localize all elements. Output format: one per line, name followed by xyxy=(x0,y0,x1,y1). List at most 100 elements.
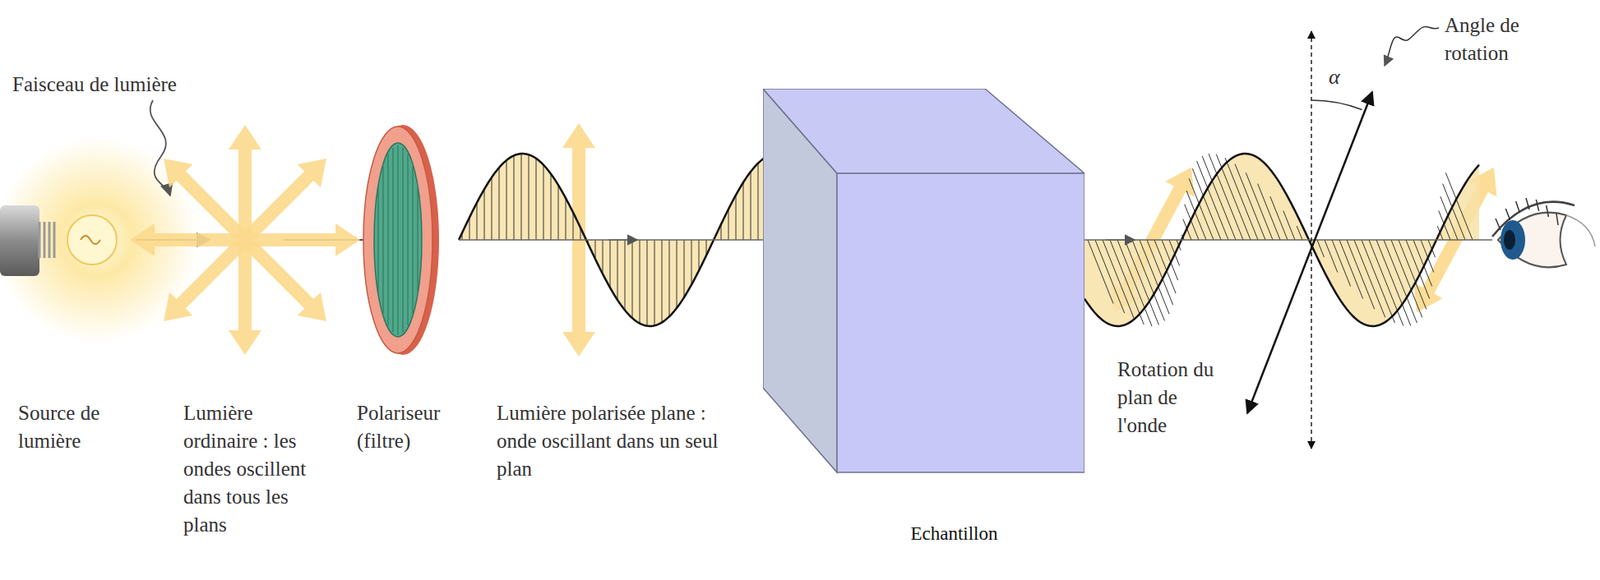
wave-hatch xyxy=(1270,196,1288,241)
wave-hatch xyxy=(661,240,663,323)
wave-hatch xyxy=(1109,240,1144,325)
lamp-thread xyxy=(38,221,42,259)
wave-hatch xyxy=(476,203,478,241)
polarizer-grid xyxy=(393,147,394,333)
sample-cube: Echantillon xyxy=(763,88,1085,562)
wave-hatch xyxy=(1146,240,1174,306)
lamp-socket xyxy=(0,205,40,277)
wave-hatch xyxy=(1442,184,1466,241)
wave-hatch xyxy=(1405,240,1430,300)
polarizer-ring xyxy=(363,126,433,354)
polarizer-grid xyxy=(378,188,380,292)
wave-hatch xyxy=(565,198,567,241)
polarizer-grid xyxy=(417,188,419,292)
wave-hatch xyxy=(1445,172,1473,241)
wave-hatch xyxy=(676,240,678,309)
wave-hatch xyxy=(1339,240,1364,300)
wave-hatch xyxy=(1234,164,1266,241)
wave-hatch xyxy=(558,184,560,241)
eyelash xyxy=(1556,213,1559,226)
wave-hatch xyxy=(521,153,523,241)
wave-hatch xyxy=(1132,240,1165,321)
wave-hatch xyxy=(528,154,530,241)
eye-pupil xyxy=(1503,230,1516,250)
polarization-arrow xyxy=(152,147,338,333)
wave-hatch xyxy=(602,240,604,274)
wave-hatch xyxy=(669,240,671,317)
leader-line xyxy=(150,100,171,196)
wave-hatch xyxy=(1317,240,1324,258)
part-label: Source de lumière xyxy=(18,399,134,456)
polarizer-grid xyxy=(388,154,389,327)
part-label: Lumière polarisée plane : onde oscillant… xyxy=(496,399,721,484)
wave-hatch xyxy=(1376,240,1411,327)
wave-hatch xyxy=(684,240,685,298)
eyelash xyxy=(1546,205,1550,218)
wave-hatch xyxy=(758,163,759,241)
callout-label: Angle de rotation xyxy=(1444,11,1568,68)
wave-hatch xyxy=(1087,240,1114,305)
wave-hatch xyxy=(491,177,493,241)
axis-arrow xyxy=(1105,239,1135,241)
wave-hatch xyxy=(1202,156,1236,241)
rotated-plane-line xyxy=(1247,92,1373,414)
wave-hatch xyxy=(1354,240,1386,318)
callout-label: Faisceau de lumière xyxy=(12,70,243,99)
wave-hatch xyxy=(1368,240,1404,327)
reference-axis xyxy=(1310,31,1313,449)
eyelash xyxy=(1516,201,1521,213)
wave-hatch xyxy=(469,217,471,241)
angle-symbol: α xyxy=(1328,62,1354,92)
wave-hatch xyxy=(624,240,626,311)
wave-hatch xyxy=(735,194,737,241)
eyelash xyxy=(1535,199,1539,212)
axis-arrow xyxy=(608,239,638,241)
wave-hatch xyxy=(573,212,574,241)
wave-hatch xyxy=(639,240,641,324)
polarizer-grid xyxy=(383,166,384,314)
polarizer-grid xyxy=(397,145,399,335)
cube-outline xyxy=(763,88,1085,480)
polarizer-filter xyxy=(374,143,422,338)
optical-axis xyxy=(1084,239,1493,241)
part-label: Polariseur (filtre) xyxy=(356,399,463,456)
wave-hatch xyxy=(654,240,656,326)
lamp-thread xyxy=(53,221,56,259)
cube-top-face xyxy=(763,88,1085,174)
wave-hatch xyxy=(617,240,619,301)
wave-hatch xyxy=(1245,172,1273,241)
wave-hatch xyxy=(647,240,648,327)
eyelash xyxy=(1526,198,1530,210)
wave-hatch xyxy=(1346,240,1375,310)
wave-hatch xyxy=(536,158,537,241)
wave-hatch xyxy=(1095,240,1125,314)
polarizer-grid xyxy=(407,154,409,327)
wave-hatch xyxy=(691,240,693,286)
observer-eye xyxy=(1492,198,1596,268)
wave-hatch xyxy=(484,189,486,241)
angle-arc xyxy=(1311,100,1362,111)
wave-hatch xyxy=(1331,240,1351,287)
wave-hatch xyxy=(550,174,552,241)
wave-hatch xyxy=(1225,157,1258,241)
eye-contour xyxy=(1566,215,1596,247)
wave-hatch xyxy=(1139,240,1170,315)
eyelash xyxy=(1495,218,1501,231)
wave-hatch xyxy=(1361,240,1395,324)
wave-hatch xyxy=(513,155,515,241)
part-label: Rotation du plan de l'onde xyxy=(1117,356,1221,440)
eye-iris xyxy=(1500,220,1526,260)
wave-hatch xyxy=(1398,240,1427,310)
wave-hatch xyxy=(1208,153,1244,241)
lamp-filament xyxy=(80,235,101,245)
wave-hatch xyxy=(728,209,730,241)
lamp-bulb xyxy=(67,215,117,265)
polarizer-grid xyxy=(412,166,414,314)
wave-hatch xyxy=(543,165,545,241)
wave-hatch xyxy=(1257,184,1281,241)
lamp-thread xyxy=(48,221,51,259)
node-caption: Echantillon xyxy=(763,523,1146,546)
wave-hatch xyxy=(1188,178,1214,241)
wave-hatch xyxy=(1283,211,1295,241)
wave-hatch xyxy=(1296,226,1303,241)
